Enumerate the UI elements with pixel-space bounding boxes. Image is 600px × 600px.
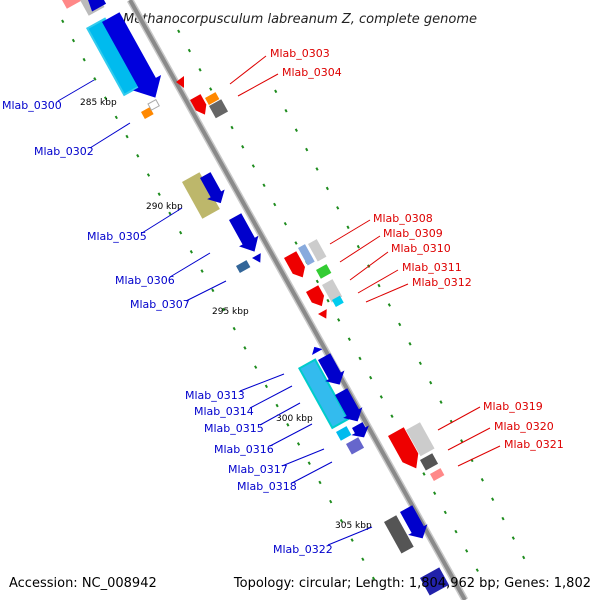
- gene-arrow-0312: [318, 309, 327, 319]
- gene-block-0320b: [420, 453, 439, 471]
- genome-backbone: [126, 0, 469, 600]
- gene-block-0317: [336, 426, 352, 441]
- kbp-marker-305: 305 kbp: [335, 521, 372, 531]
- gene-arrow-0300b: [102, 12, 162, 98]
- gene-label-Mlab_0317[interactable]: Mlab_0317: [228, 463, 288, 476]
- kbp-markers: 285 kbp 290 kbp 295 kbp 300 kbp 305 kbp: [80, 98, 372, 531]
- gene-block-0311b: [322, 279, 343, 303]
- gene-block-0302b: [147, 98, 160, 111]
- gene-block-0304a: [205, 92, 220, 105]
- gene-block-0322: [384, 515, 414, 554]
- gene-block-0309b: [308, 239, 327, 262]
- reverse-gene-labels: Mlab_0303 Mlab_0304 Mlab_0308 Mlab_0309 …: [229, 47, 564, 467]
- gene-block-0305: [182, 172, 220, 219]
- reverse-gene-glyphs: [176, 76, 445, 481]
- gene-label-Mlab_0300[interactable]: Mlab_0300: [2, 99, 62, 112]
- gene-block-0320a: [406, 422, 435, 457]
- kbp-marker-285: 285 kbp: [80, 98, 117, 108]
- gene-arrow-0318b: [351, 422, 369, 438]
- gene-label-Mlab_0313[interactable]: Mlab_0313: [185, 389, 245, 402]
- gene-block-0314: [298, 358, 350, 430]
- gene-block-0302: [141, 107, 154, 119]
- kbp-marker-290: 290 kbp: [146, 202, 183, 212]
- gene-label-Mlab_0316[interactable]: Mlab_0316: [214, 443, 274, 456]
- gene-label-Mlab_0303[interactable]: Mlab_0303: [270, 47, 330, 60]
- gene-arrow-0322: [400, 505, 428, 539]
- gene-label-Mlab_0304[interactable]: Mlab_0304: [282, 66, 342, 79]
- gene-block-0300: [86, 17, 144, 97]
- forward-gene-labels: Mlab_0300 Mlab_0302 Mlab_0305 Mlab_0306 …: [2, 79, 373, 556]
- gene-label-Mlab_0307[interactable]: Mlab_0307: [130, 298, 190, 311]
- gene-label-Mlab_0311[interactable]: Mlab_0311: [402, 261, 462, 274]
- gene-label-Mlab_0319[interactable]: Mlab_0319: [483, 400, 543, 413]
- kbp-marker-300: 300 kbp: [276, 414, 313, 424]
- gene-label-Mlab_0309[interactable]: Mlab_0309: [383, 227, 443, 240]
- gene-label-Mlab_0302[interactable]: Mlab_0302: [34, 145, 94, 158]
- gene-block-0319: [388, 427, 419, 469]
- gene-block-0321: [430, 468, 445, 481]
- gene-block-0299: [61, 0, 83, 9]
- forward-gene-glyphs: [61, 0, 449, 596]
- gene-arrow-0306: [229, 213, 259, 252]
- gene-arrow-0313: [312, 346, 323, 355]
- gene-arrow-0305: [200, 172, 225, 204]
- gene-label-Mlab_0314[interactable]: Mlab_0314: [194, 405, 254, 418]
- gene-label-Mlab_0315[interactable]: Mlab_0315: [204, 422, 264, 435]
- gene-block-0304b: [209, 99, 229, 119]
- gene-block-0307: [236, 260, 251, 273]
- gene-block-0323: [420, 567, 449, 596]
- gene-label-Mlab_0306[interactable]: Mlab_0306: [115, 274, 175, 287]
- map-title: Methanocorpusculum labreanum Z, complete…: [123, 12, 477, 27]
- topology-text: Topology: circular; Length: 1,804,962 bp…: [233, 576, 591, 591]
- gene-label-Mlab_0320[interactable]: Mlab_0320: [494, 420, 554, 433]
- gene-block-0310: [316, 264, 332, 279]
- gene-arrow-0307: [252, 253, 261, 263]
- gene-arrow-0303: [176, 76, 184, 88]
- gene-block-0308: [284, 251, 305, 278]
- gene-label-Mlab_0305[interactable]: Mlab_0305: [87, 230, 147, 243]
- gene-label-Mlab_0308[interactable]: Mlab_0308: [373, 212, 433, 225]
- gene-label-Mlab_0310[interactable]: Mlab_0310: [391, 242, 451, 255]
- kbp-marker-295: 295 kbp: [212, 307, 249, 317]
- gene-label-Mlab_0312[interactable]: Mlab_0312: [412, 276, 472, 289]
- gene-arrow-0299c: [88, 0, 107, 12]
- gene-block-0312: [332, 295, 344, 307]
- tick-guides: [61, 19, 526, 591]
- gene-label-Mlab_0322[interactable]: Mlab_0322: [273, 543, 333, 556]
- gene-block-0311: [306, 285, 325, 307]
- gene-label-Mlab_0318[interactable]: Mlab_0318: [237, 480, 297, 493]
- gene-label-Mlab_0321[interactable]: Mlab_0321: [504, 438, 564, 451]
- gene-block-0303: [190, 94, 207, 115]
- accession-text: Accession: NC_008942: [9, 576, 157, 591]
- gene-arrow-0316: [335, 388, 363, 422]
- gene-block-0318: [346, 437, 365, 455]
- gene-block-0309a: [298, 244, 315, 266]
- gene-arrow-0315: [318, 353, 345, 385]
